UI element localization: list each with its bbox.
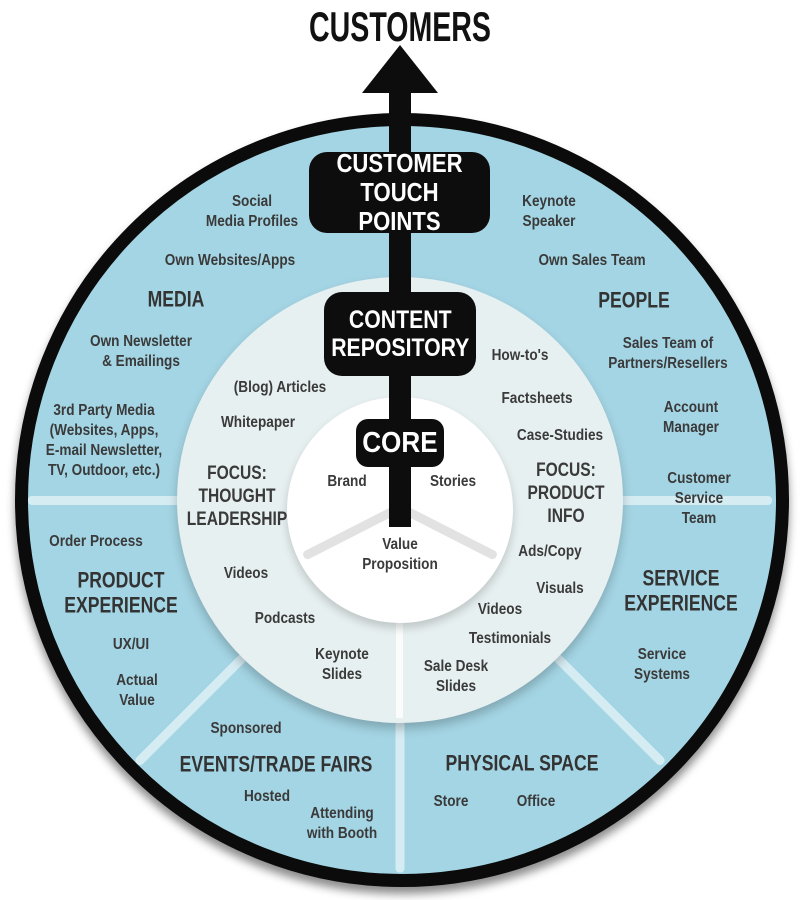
repo-how-tos-label: How-to's <box>491 347 549 364</box>
core-brand-label: Brand <box>327 473 367 490</box>
events-hosted-label: Hosted <box>243 788 291 805</box>
service-systems-label: Service Systems <box>634 646 690 683</box>
media-header: MEDIA <box>147 286 205 312</box>
events-header: EVENTS/TRADE FAIRS <box>179 751 373 777</box>
media-third-party-label: 3rd Party Media (Websites, Apps, E-mail … <box>45 402 163 479</box>
media-newsletter-label: Own Newsletter & Emailings <box>89 333 193 370</box>
people-own-sales-team-label: Own Sales Team <box>538 252 646 269</box>
product-order-process-label: Order Process <box>49 533 143 550</box>
core-value-proposition-label: Value Proposition <box>362 536 438 573</box>
product-experience-header: PRODUCT EXPERIENCE <box>64 567 178 618</box>
repo-videos-left-label: Videos <box>223 565 269 582</box>
repository-divider <box>396 562 403 718</box>
events-attending-label: Attending with Booth <box>306 805 378 842</box>
repo-keynote-slides-label: Keynote Slides <box>315 646 369 683</box>
repo-case-studies-label: Case-Studies <box>516 427 604 444</box>
people-header: PEOPLE <box>598 287 670 313</box>
core-stories-label: Stories <box>429 473 477 490</box>
repo-visuals-label: Visuals <box>536 580 584 597</box>
core-label: CORE <box>362 426 438 459</box>
repo-factsheets-label: Factsheets <box>501 390 573 407</box>
content-repository-label: CONTENT REPOSITORY <box>330 306 470 362</box>
events-sponsored-label: Sponsored <box>210 720 282 737</box>
repo-sale-desk-slides-label: Sale Desk Slides <box>423 658 489 695</box>
people-partner-sales-label: Sales Team of Partners/Resellers <box>608 335 728 372</box>
focus-thought-leadership-label: FOCUS: THOUGHT LEADERSHIP <box>186 462 288 530</box>
customer-touch-points-box: CUSTOMER TOUCH POINTS <box>309 147 490 237</box>
repo-videos-right-label: Videos <box>477 601 523 618</box>
content-repository-box: CONTENT REPOSITORY <box>324 292 476 376</box>
customer-touch-points-label: CUSTOMER TOUCH POINTS <box>336 147 463 237</box>
repo-blog-articles-label: (Blog) Articles <box>233 379 327 396</box>
people-customer-service-team-label: Customer Service Team <box>667 470 731 527</box>
repo-whitepaper-label: Whitepaper <box>220 414 296 431</box>
service-experience-header: SERVICE EXPERIENCE <box>624 565 738 616</box>
repo-testimonials-label: Testimonials <box>468 630 552 647</box>
people-keynote-speaker-label: Keynote Speaker <box>522 193 576 230</box>
physical-space-office-label: Office <box>516 793 556 810</box>
media-social-profiles-label: Social Media Profiles <box>205 193 299 230</box>
customers-title: CUSTOMERS <box>309 3 491 50</box>
core-box: CORE <box>356 419 444 467</box>
arrow-up-icon <box>362 45 438 93</box>
physical-space-store-label: Store <box>433 793 469 810</box>
focus-product-info-label: FOCUS: PRODUCT INFO <box>527 459 605 527</box>
media-own-websites-label: Own Websites/Apps <box>164 252 296 269</box>
physical-space-header: PHYSICAL SPACE <box>445 750 599 776</box>
product-actual-value-label: Actual Value <box>116 672 158 709</box>
repo-podcasts-label: Podcasts <box>254 610 316 627</box>
repo-ads-copy-label: Ads/Copy <box>518 543 582 560</box>
people-account-manager-label: Account Manager <box>663 399 719 436</box>
product-ux-ui-label: UX/UI <box>112 636 150 653</box>
